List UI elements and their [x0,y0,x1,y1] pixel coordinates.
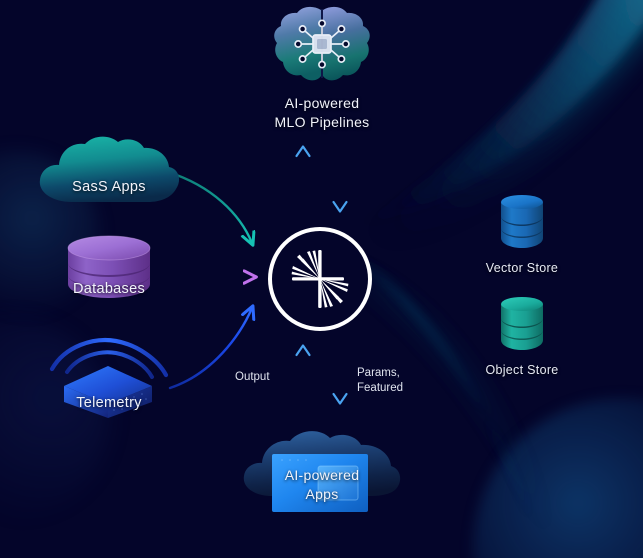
telemetry-box-signal-icon-wrap [40,338,178,418]
node-saas-apps-label: SasS Apps [72,179,146,195]
telemetry-box-signal-icon [49,338,169,418]
connector-hub-to-mlo [295,145,311,218]
object-store-cylinder-icon [501,297,543,350]
ai-apps-label-line2: Apps [305,486,339,502]
glow-bottom-right [473,398,643,558]
node-databases-label: Databases [72,281,146,297]
cloud-icon-wrap [30,136,188,206]
database-cylinder-icon [67,235,151,298]
node-saas-apps[interactable]: SasS Apps [30,136,188,202]
confluent-logo-icon [291,250,349,308]
node-vector-store[interactable]: Vector Store [463,190,581,277]
node-object-store-label: Object Store [485,363,559,377]
node-telemetry[interactable]: Telemetry [40,338,178,418]
cloud-app-window-icon [243,431,401,512]
flow-label-output: Output [235,371,270,383]
brain-circuit-icon [274,6,370,81]
connector-hub-to-apps [332,343,348,405]
confluent-hub[interactable] [268,227,372,331]
flow-label-params-line1: Params, [357,367,400,379]
cloud-icon [39,136,180,202]
flow-label-params-line2: Featured [357,382,404,394]
node-telemetry-label: Telemetry [76,395,142,411]
ai-apps-label-line1: AI-powered [284,467,360,483]
flow-label-params: Params, Featured [357,366,403,396]
brain-circuit-icon-wrap [236,4,408,88]
node-mlo-pipelines[interactable]: AI-powered MLO Pipelines [236,4,408,131]
connector-apps-to-hub [295,344,311,406]
node-ai-apps-label: AI-powered Apps [236,466,408,504]
connector-mlo-to-hub [332,144,348,213]
node-object-store[interactable]: Object Store [463,292,581,379]
node-vector-store-label: Vector Store [485,261,559,275]
node-mlo-pipelines-label: AI-powered MLO Pipelines [236,94,408,131]
mlo-label-line2: MLO Pipelines [274,113,370,130]
cloud-app-window-icon-wrap [236,424,408,512]
mlo-label-line1: AI-powered [284,95,360,111]
vector-store-cylinder-icon [501,195,543,248]
database-cylinder-icon-wrap [40,230,178,302]
node-ai-apps[interactable]: AI-powered Apps [236,424,408,512]
node-databases[interactable]: Databases [40,230,178,298]
